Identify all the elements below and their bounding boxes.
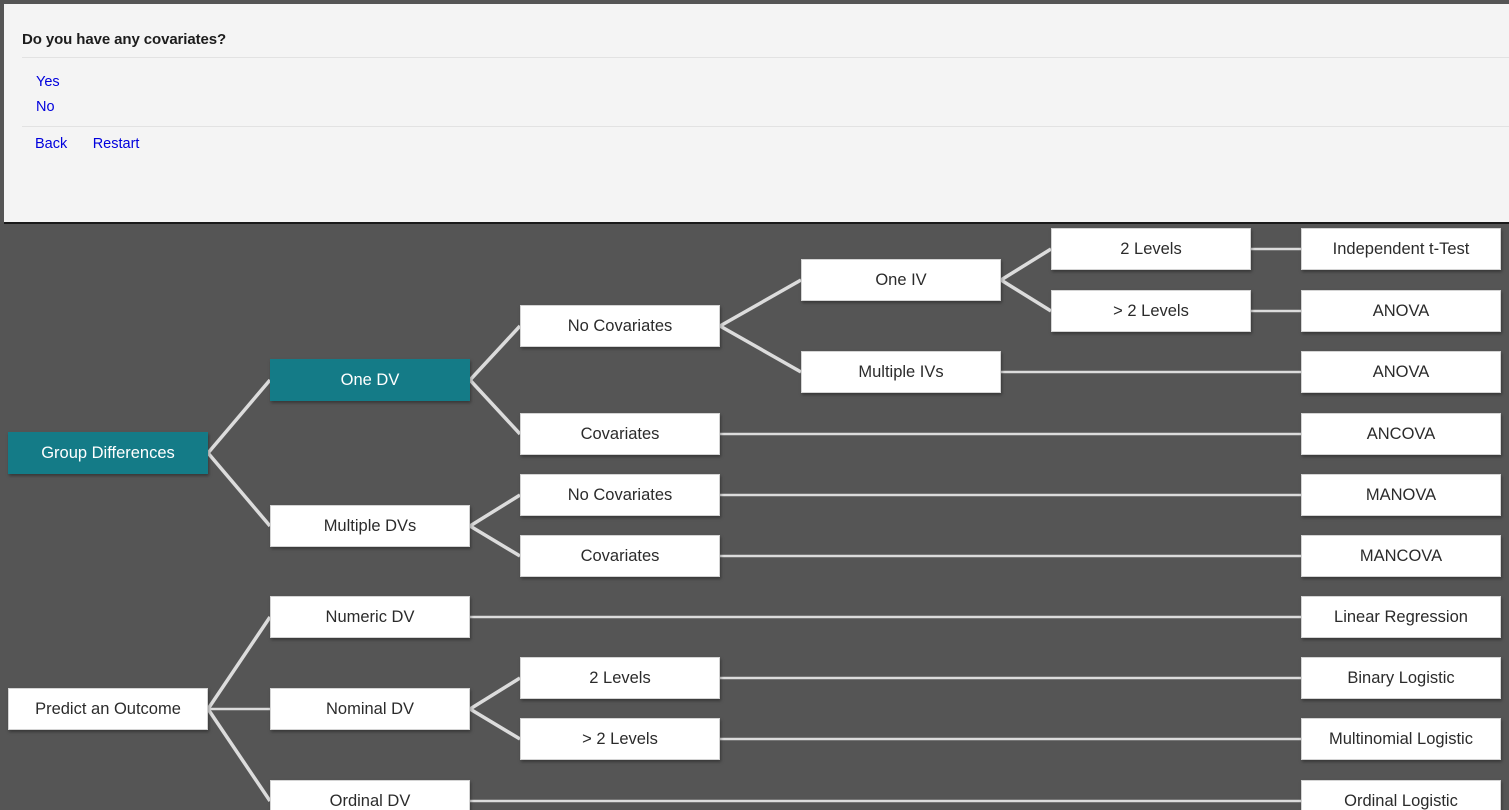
wizard-panel: Do you have any covariates? Yes No Back … bbox=[4, 4, 1509, 224]
wizard-navigation: Back Restart bbox=[35, 135, 160, 153]
tree-node-ancova[interactable]: ANCOVA bbox=[1301, 413, 1501, 455]
panel-divider-top bbox=[22, 57, 1509, 58]
tree-connectors bbox=[206, 247, 1301, 803]
tree-node-linear-regression[interactable]: Linear Regression bbox=[1301, 596, 1501, 638]
tree-node-ordinal-dv[interactable]: Ordinal DV bbox=[270, 780, 470, 810]
tree-node-covariates-2[interactable]: Covariates bbox=[520, 535, 720, 577]
tree-node-covariates-1[interactable]: Covariates bbox=[520, 413, 720, 455]
wizard-question-text: Do you have any covariates? bbox=[22, 31, 227, 48]
tree-node-multiple-dvs[interactable]: Multiple DVs bbox=[270, 505, 470, 547]
tree-node-independent-t-test[interactable]: Independent t-Test bbox=[1301, 228, 1501, 270]
panel-divider-bottom bbox=[22, 126, 1509, 127]
tree-node-anova-1[interactable]: ANOVA bbox=[1301, 290, 1501, 332]
tree-node-gt-two-levels-2[interactable]: > 2 Levels bbox=[520, 718, 720, 760]
tree-node-mancova[interactable]: MANCOVA bbox=[1301, 535, 1501, 577]
tree-node-numeric-dv[interactable]: Numeric DV bbox=[270, 596, 470, 638]
tree-node-no-covariates-1[interactable]: No Covariates bbox=[520, 305, 720, 347]
tree-node-ordinal-logistic[interactable]: Ordinal Logistic bbox=[1301, 780, 1501, 810]
tree-node-binary-logistic[interactable]: Binary Logistic bbox=[1301, 657, 1501, 699]
tree-node-nominal-dv[interactable]: Nominal DV bbox=[270, 688, 470, 730]
back-link[interactable]: Back bbox=[35, 136, 68, 152]
tree-node-one-iv[interactable]: One IV bbox=[801, 259, 1001, 301]
tree-node-two-levels-1[interactable]: 2 Levels bbox=[1051, 228, 1251, 270]
tree-node-group-differences[interactable]: Group Differences bbox=[8, 432, 208, 474]
tree-node-anova-2[interactable]: ANOVA bbox=[1301, 351, 1501, 393]
wizard-answer-options: Yes No bbox=[36, 70, 60, 120]
restart-link[interactable]: Restart bbox=[92, 136, 140, 152]
tree-node-multiple-ivs[interactable]: Multiple IVs bbox=[801, 351, 1001, 393]
tree-node-manova[interactable]: MANOVA bbox=[1301, 474, 1501, 516]
wizard-option-yes[interactable]: Yes bbox=[36, 74, 60, 90]
tree-node-multinomial-logistic[interactable]: Multinomial Logistic bbox=[1301, 718, 1501, 760]
decision-tree-canvas: Group Differences One DV Multiple DVs No Co… bbox=[0, 226, 1509, 810]
tree-node-two-levels-2[interactable]: 2 Levels bbox=[520, 657, 720, 699]
tree-node-predict-an-outcome[interactable]: Predict an Outcome bbox=[8, 688, 208, 730]
tree-node-one-dv[interactable]: One DV bbox=[270, 359, 470, 401]
tree-node-no-covariates-2[interactable]: No Covariates bbox=[520, 474, 720, 516]
wizard-option-no[interactable]: No bbox=[36, 99, 55, 115]
tree-node-gt-two-levels-1[interactable]: > 2 Levels bbox=[1051, 290, 1251, 332]
